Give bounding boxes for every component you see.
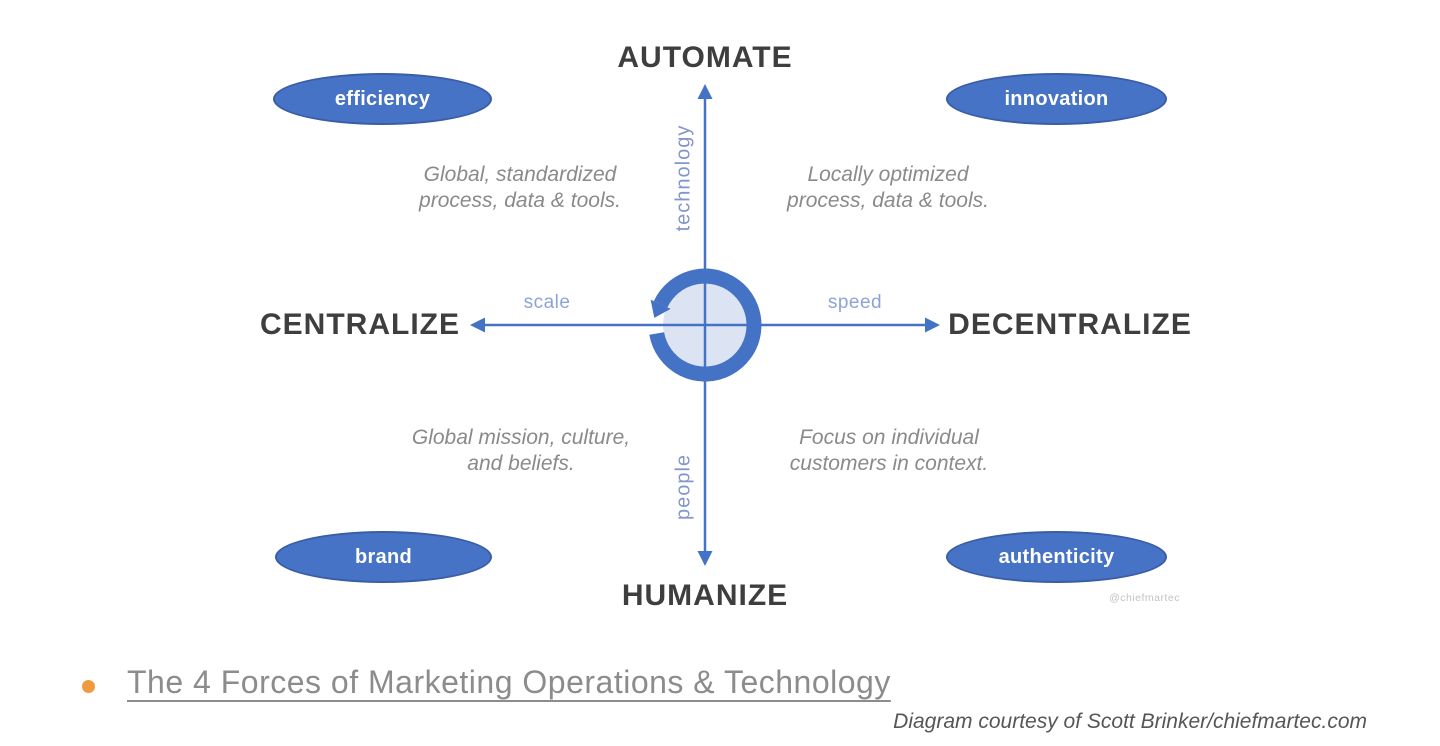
- badge-authenticity: authenticity: [946, 531, 1167, 583]
- badge-brand: brand: [275, 531, 492, 583]
- pole-humanize: HUMANIZE: [621, 579, 789, 612]
- quadrant-text-top-right: Locally optimized process, data & tools.: [787, 162, 989, 212]
- badge-innovation: innovation: [946, 73, 1167, 125]
- badge-efficiency: efficiency: [273, 73, 492, 125]
- axis-label-scale: scale: [523, 292, 571, 313]
- rotation-arrowhead-icon: [650, 299, 671, 318]
- rotation-arrow-icon: [649, 268, 762, 382]
- badge-brand-label: brand: [354, 545, 413, 568]
- pole-centralize: CENTRALIZE: [260, 308, 460, 341]
- left-arrowhead-icon: [470, 317, 485, 333]
- badge-efficiency-label: efficiency: [334, 87, 431, 110]
- badge-authenticity-label: authenticity: [998, 545, 1115, 568]
- right-arrowhead-icon: [925, 317, 940, 333]
- watermark-chiefmartec: @chiefmartec: [1109, 592, 1180, 604]
- axis-label-speed: speed: [827, 292, 883, 313]
- quadrant-text-bottom-left: Global mission, culture, and beliefs.: [411, 425, 631, 475]
- down-arrowhead-icon: [697, 551, 713, 566]
- diagram-title-link[interactable]: The 4 Forces of Marketing Operations & T…: [127, 664, 891, 700]
- axis-label-technology: technology: [672, 124, 695, 232]
- axis-label-people: people: [672, 453, 695, 521]
- attribution-text: Diagram courtesy of Scott Brinker/chiefm…: [893, 710, 1367, 733]
- pole-automate: AUTOMATE: [617, 41, 793, 74]
- quadrant-text-top-left: Global, standardized process, data & too…: [419, 162, 621, 212]
- list-bullet-icon: [82, 680, 95, 693]
- badge-innovation-label: innovation: [1004, 87, 1109, 110]
- quadrant-text-bottom-right: Focus on individual customers in context…: [789, 425, 989, 475]
- up-arrowhead-icon: [697, 84, 713, 99]
- pole-decentralize: DECENTRALIZE: [948, 308, 1192, 341]
